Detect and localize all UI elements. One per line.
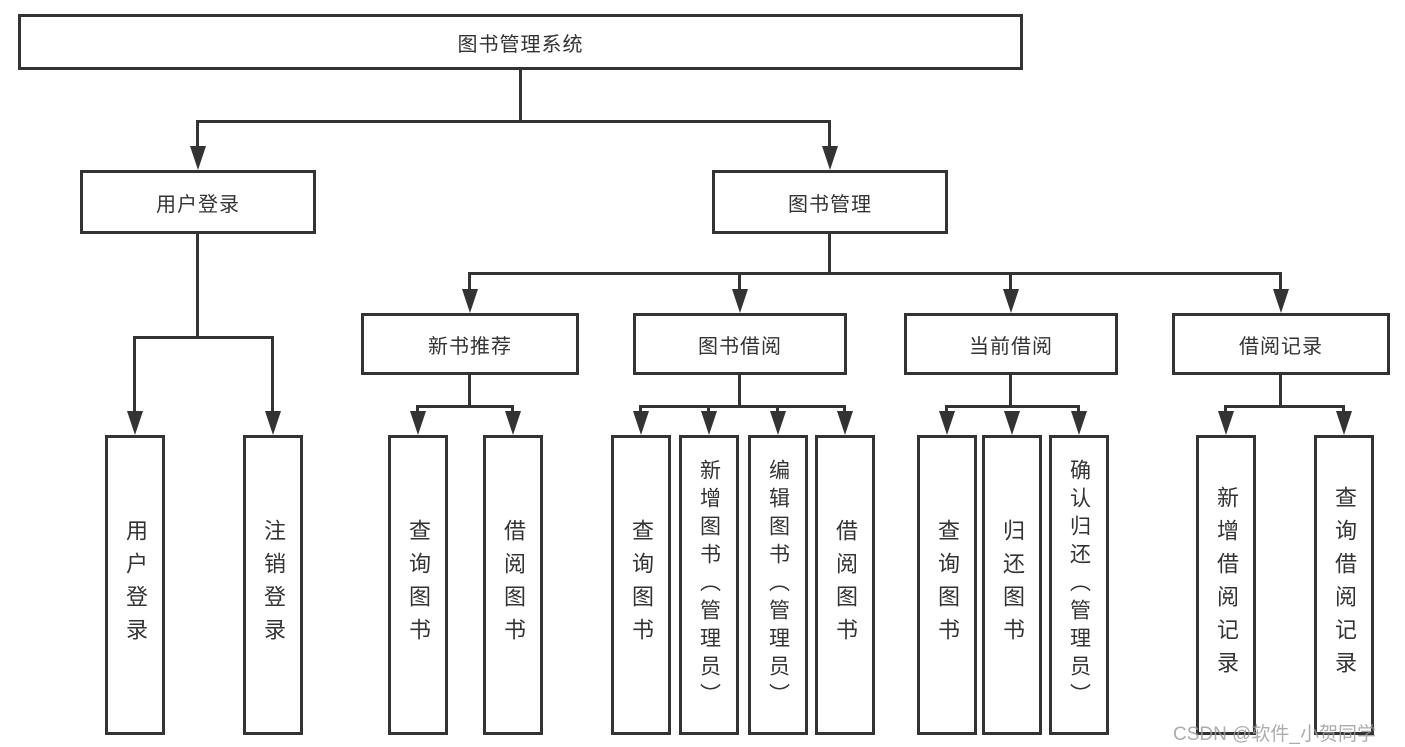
node-label: 借阅记录 bbox=[1239, 335, 1323, 358]
arrow-down-icon bbox=[837, 411, 853, 435]
connector-line bbox=[271, 336, 274, 414]
arrow-down-icon bbox=[462, 289, 478, 313]
arrow-down-icon bbox=[701, 411, 717, 435]
node-label: 查询图书 bbox=[935, 519, 960, 651]
node-current-borrow: 当前借阅 bbox=[904, 313, 1118, 375]
node-book-mgmt: 图书管理 bbox=[712, 170, 948, 234]
node-label: 用户登录 bbox=[123, 519, 148, 651]
node-label: 注销登录 bbox=[261, 519, 286, 651]
connector-line bbox=[1224, 405, 1227, 414]
arrow-down-icon bbox=[1336, 411, 1352, 435]
leaf-query-books-current: 查询图书 bbox=[917, 435, 977, 735]
node-label: 查询图书 bbox=[629, 519, 654, 651]
node-borrow-records: 借阅记录 bbox=[1172, 313, 1390, 375]
connector-line bbox=[196, 120, 831, 123]
arrow-down-icon bbox=[732, 289, 748, 313]
watermark: CSDN @软件_小贺同学 bbox=[1173, 724, 1376, 745]
node-label: 新增借阅记录 bbox=[1214, 486, 1239, 684]
connector-line bbox=[1279, 272, 1282, 292]
connector-line bbox=[1009, 272, 1012, 292]
arrow-down-icon bbox=[1071, 411, 1087, 435]
connector-line bbox=[945, 405, 1080, 408]
leaf-add-book-admin: 新增图书（管理员） bbox=[679, 435, 739, 735]
node-label: 当前借阅 bbox=[969, 335, 1053, 358]
leaf-add-borrow-record: 新增借阅记录 bbox=[1196, 435, 1256, 735]
node-new-books: 新书推荐 bbox=[361, 313, 579, 375]
connector-line bbox=[416, 405, 419, 414]
connector-line bbox=[1009, 375, 1012, 408]
node-label: 查询图书 bbox=[406, 519, 431, 651]
leaf-edit-book-admin: 编辑图书（管理员） bbox=[748, 435, 808, 735]
arrow-down-icon bbox=[822, 146, 838, 170]
connector-line bbox=[196, 120, 199, 150]
connector-line bbox=[416, 405, 514, 408]
connector-line bbox=[843, 405, 846, 414]
arrow-down-icon bbox=[939, 411, 955, 435]
leaf-query-borrow-record: 查询借阅记录 bbox=[1314, 435, 1374, 735]
node-label: 借阅图书 bbox=[833, 519, 858, 651]
arrow-down-icon bbox=[1218, 411, 1234, 435]
node-label: 确认归还（管理员） bbox=[1067, 459, 1091, 711]
connector-line bbox=[468, 272, 471, 292]
arrow-down-icon bbox=[1004, 411, 1020, 435]
connector-line bbox=[511, 405, 514, 414]
node-book-borrow: 图书借阅 bbox=[633, 313, 847, 375]
node-label: 图书管理 bbox=[788, 193, 872, 216]
arrow-down-icon bbox=[770, 411, 786, 435]
node-label: 新增图书（管理员） bbox=[697, 459, 721, 711]
arrow-down-icon bbox=[265, 411, 281, 435]
node-label: 归还图书 bbox=[1000, 519, 1025, 651]
node-label: 图书管理系统 bbox=[457, 33, 584, 56]
node-label: 借阅图书 bbox=[501, 519, 526, 651]
leaf-borrow-books-newbooks: 借阅图书 bbox=[483, 435, 543, 735]
connector-line bbox=[468, 375, 471, 408]
leaf-user-login: 用户登录 bbox=[105, 435, 165, 735]
node-label: 用户登录 bbox=[156, 193, 240, 216]
arrow-down-icon bbox=[410, 411, 426, 435]
node-label: 新书推荐 bbox=[428, 335, 512, 358]
connector-line bbox=[738, 272, 741, 292]
connector-line bbox=[133, 336, 274, 339]
connector-line bbox=[1279, 375, 1282, 408]
arrow-down-icon bbox=[633, 411, 649, 435]
connector-line bbox=[468, 272, 1282, 275]
connector-line bbox=[945, 405, 948, 414]
node-user-login: 用户登录 bbox=[80, 170, 316, 234]
arrow-down-icon bbox=[505, 411, 521, 435]
leaf-return-book: 归还图书 bbox=[982, 435, 1042, 735]
arrow-down-icon bbox=[1273, 289, 1289, 313]
arrow-down-icon bbox=[127, 411, 143, 435]
node-label: 编辑图书（管理员） bbox=[766, 459, 790, 711]
connector-line bbox=[1224, 405, 1345, 408]
node-label: 图书借阅 bbox=[698, 335, 782, 358]
connector-line bbox=[133, 336, 136, 414]
arrow-down-icon bbox=[190, 146, 206, 170]
connector-line bbox=[707, 405, 710, 414]
connector-line bbox=[196, 234, 199, 339]
connector-line bbox=[639, 405, 642, 414]
connector-line bbox=[828, 120, 831, 150]
leaf-confirm-return-admin: 确认归还（管理员） bbox=[1049, 435, 1109, 735]
connector-line bbox=[1077, 405, 1080, 414]
connector-line bbox=[828, 234, 831, 275]
connector-line bbox=[519, 70, 522, 122]
leaf-logout: 注销登录 bbox=[243, 435, 303, 735]
node-label: 查询借阅记录 bbox=[1332, 486, 1357, 684]
node-root: 图书管理系统 bbox=[18, 14, 1023, 70]
connector-line bbox=[639, 405, 846, 408]
arrow-down-icon bbox=[1003, 289, 1019, 313]
connector-line bbox=[776, 405, 779, 414]
connector-line bbox=[1342, 405, 1345, 414]
leaf-query-books-newbooks: 查询图书 bbox=[388, 435, 448, 735]
leaf-borrow-books-borrow: 借阅图书 bbox=[815, 435, 875, 735]
connector-line bbox=[738, 375, 741, 408]
leaf-query-books-borrow: 查询图书 bbox=[611, 435, 671, 735]
